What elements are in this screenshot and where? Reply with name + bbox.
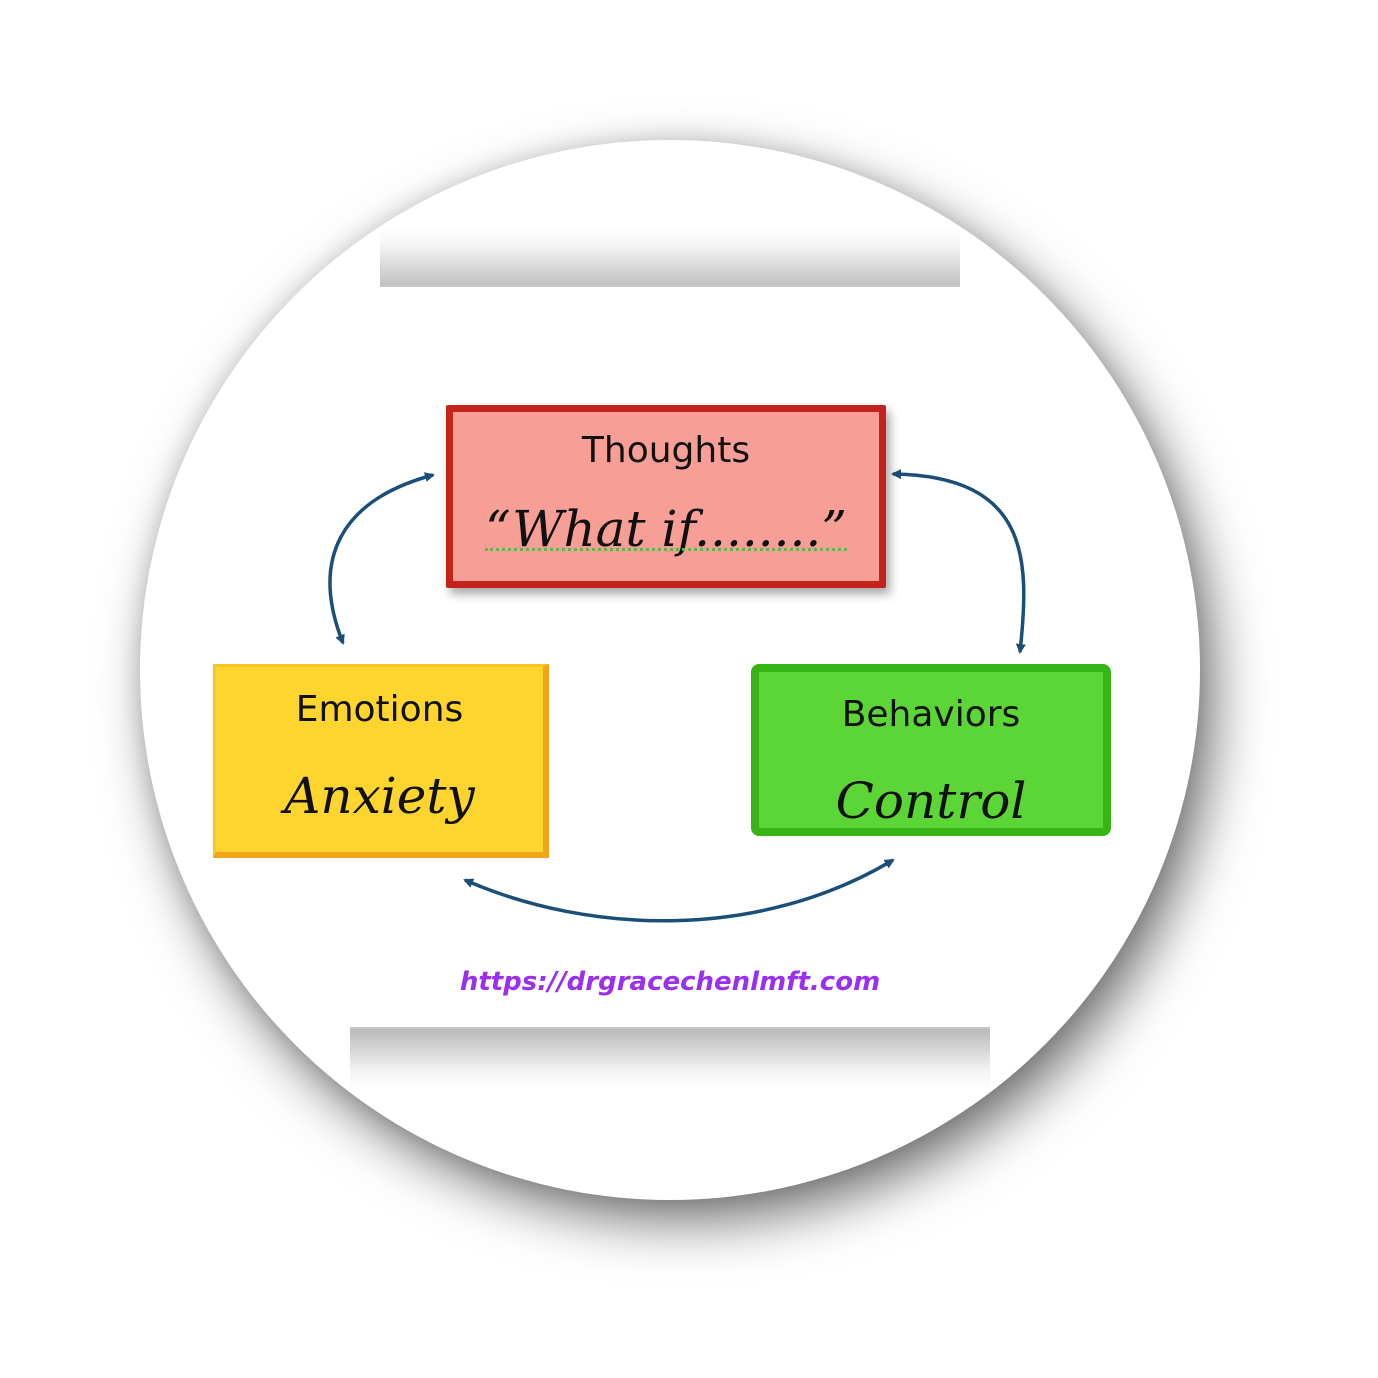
thoughts-node: Thoughts “What if........” [446,405,886,588]
behaviors-node: Behaviors Control [751,664,1111,836]
behaviors-heading: Behaviors [841,694,1021,735]
top-shadow-band [380,227,960,287]
website-url[interactable]: https://drgracechenlmft.com [459,967,881,997]
bottom-edge-line [350,1027,990,1029]
thoughts-heading: Thoughts [581,430,751,471]
emotions-text: Anxiety [284,767,475,825]
emotions-heading: Emotions [295,689,464,730]
bottom-shadow-band [350,1028,990,1088]
behaviors-text: Control [835,772,1027,830]
spellcheck-underline [485,548,847,551]
top-edge-line [380,285,960,287]
emotions-node: Emotions Anxiety [213,664,549,858]
